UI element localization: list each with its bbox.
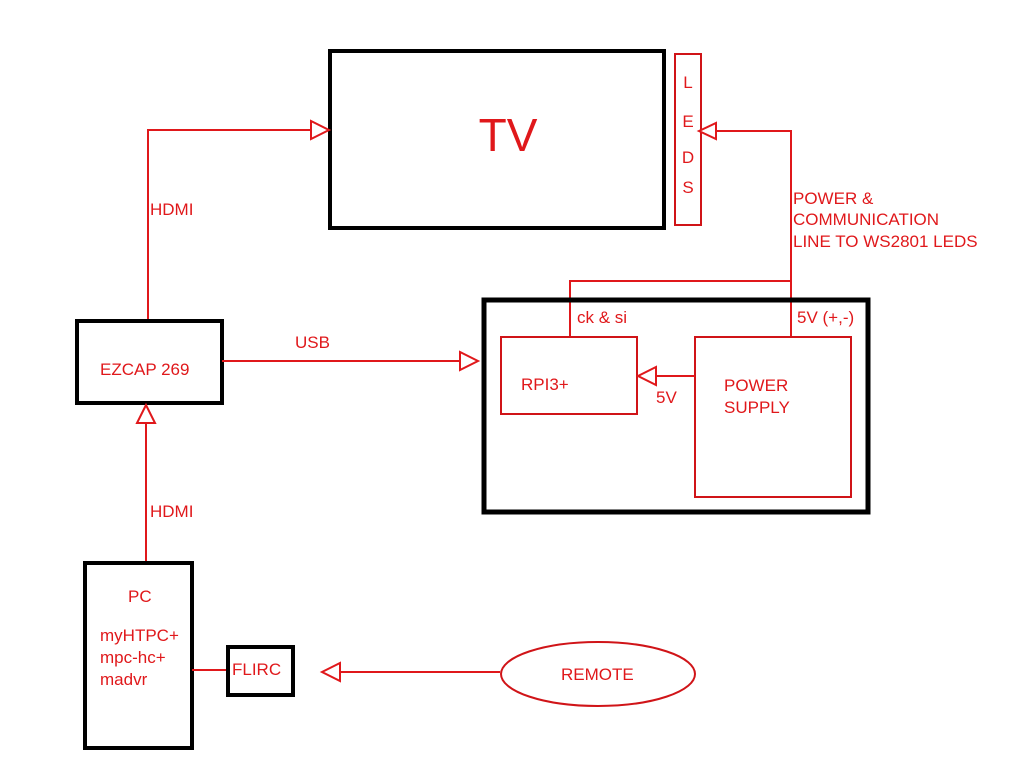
pc-software-1: myHTPC+ bbox=[100, 626, 179, 645]
leds-letter-l: L bbox=[683, 73, 692, 92]
five-v-label: 5V bbox=[656, 388, 677, 407]
pc-software-3: madvr bbox=[100, 670, 148, 689]
power-supply-box bbox=[694, 336, 852, 498]
rpi-label: RPI3+ bbox=[521, 375, 569, 394]
flirc-box bbox=[226, 645, 295, 697]
usb-label: USB bbox=[295, 333, 330, 352]
tv-label: TV bbox=[479, 109, 538, 161]
flirc-label: FLIRC bbox=[232, 660, 281, 679]
five-v-pm-label: 5V (+,-) bbox=[797, 308, 854, 327]
tv-box bbox=[328, 49, 666, 230]
flirc-input-arrowhead bbox=[319, 661, 341, 683]
rpi-power-arrowhead bbox=[635, 365, 657, 387]
hdmi-bottom-label: HDMI bbox=[150, 502, 193, 521]
tv-input-arrowhead bbox=[310, 119, 332, 141]
pc-box bbox=[83, 561, 194, 750]
remote-ellipse bbox=[500, 641, 696, 707]
usb-arrowhead bbox=[459, 350, 481, 372]
leds-arrowhead bbox=[696, 121, 717, 141]
ezcap-input-arrowhead bbox=[135, 402, 157, 424]
leds-letter-d: D bbox=[682, 148, 694, 167]
leds-letter-s: S bbox=[682, 178, 693, 197]
remote-label: REMOTE bbox=[561, 665, 634, 684]
leds-line-label-1: POWER & bbox=[793, 189, 874, 208]
pc-title: PC bbox=[128, 587, 152, 606]
leds-line-label-3: LINE TO WS2801 LEDS bbox=[793, 232, 978, 251]
leds-letter-e: E bbox=[682, 112, 693, 131]
power-supply-label-2: SUPPLY bbox=[724, 398, 790, 417]
leds-strip bbox=[674, 53, 702, 226]
hdmi-ezcap-to-tv-line bbox=[147, 129, 313, 320]
ezcap-label: EZCAP 269 bbox=[100, 360, 189, 379]
pc-software-2: mpc-hc+ bbox=[100, 648, 166, 667]
ck-si-label: ck & si bbox=[577, 308, 627, 327]
enclosure-box bbox=[481, 297, 871, 515]
power-supply-label-1: POWER bbox=[724, 376, 788, 395]
hdmi-top-label: HDMI bbox=[150, 200, 193, 219]
leds-power-comm-line bbox=[569, 130, 792, 337]
leds-line-label-2: COMMUNICATION bbox=[793, 210, 939, 229]
